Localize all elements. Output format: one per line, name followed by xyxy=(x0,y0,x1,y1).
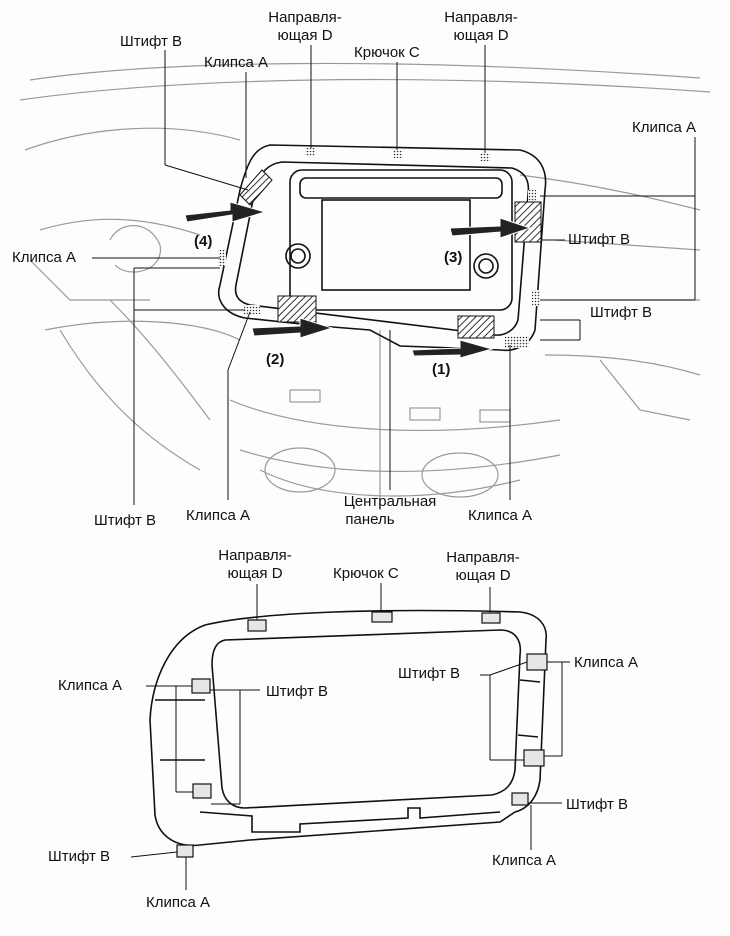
label-top-clip-a-bottom-right: Клипса A xyxy=(468,507,533,524)
label-top-pin-b-top-left: Штифт B xyxy=(120,33,183,50)
top-clip-markers xyxy=(218,148,540,348)
label-bottom-hook-c: Крючок C xyxy=(333,565,399,582)
label-top-hook-c: Крючок C xyxy=(354,44,420,61)
bottom-leader-lines xyxy=(130,583,570,890)
label-bottom-guide-d-right-2: ющая D xyxy=(455,567,511,584)
label-top-clip-a-bottom-left: Клипса A xyxy=(186,507,251,524)
label-top-clip-a-right: Клипса A xyxy=(632,119,697,136)
label-bottom-guide-d-left-2: ющая D xyxy=(227,565,283,582)
label-bottom-guide-d-left-1: Направля- xyxy=(218,547,292,564)
label-step-3: (3) xyxy=(444,249,463,266)
label-top-guide-d-right-2: ющая D xyxy=(453,27,509,44)
label-top-guide-d-right-1: Направля- xyxy=(444,9,518,26)
label-step-2: (2) xyxy=(266,351,285,368)
label-bottom-clip-a-right-lower: Клипса A xyxy=(492,852,557,869)
label-center-panel-2: панель xyxy=(345,511,395,528)
label-step-4: (4) xyxy=(194,233,213,250)
label-bottom-clip-a-right: Клипса A xyxy=(574,654,639,671)
label-bottom-guide-d-right-1: Направля- xyxy=(446,549,520,566)
dashboard-background xyxy=(19,62,711,510)
label-top-guide-d-left-2: ющая D xyxy=(277,27,333,44)
removal-arrows xyxy=(184,201,532,359)
top-pin-hatches xyxy=(239,169,542,339)
label-top-clip-a-top-left: Клипса A xyxy=(204,54,269,71)
top-leader-lines xyxy=(92,45,696,505)
label-top-pin-b-right-upper: Штифт B xyxy=(568,231,631,248)
label-bottom-pin-b-right-lower: Штифт B xyxy=(566,796,629,813)
bottom-clips xyxy=(176,611,548,858)
center-panel-bottom xyxy=(149,609,547,847)
label-step-1: (1) xyxy=(432,361,451,378)
label-top-clip-a-left: Клипса A xyxy=(12,249,77,266)
label-top-guide-d-left-1: Направля- xyxy=(268,9,342,26)
label-top-pin-b-right-lower: Штифт B xyxy=(590,304,653,321)
label-bottom-pin-b-left: Штифт B xyxy=(266,683,329,700)
label-center-panel-1: Центральная xyxy=(343,493,437,510)
label-bottom-clip-a-bottom-left: Клипса A xyxy=(146,894,211,911)
label-top-pin-b-bottom: Штифт B xyxy=(94,512,157,529)
label-bottom-pin-b-right: Штифт B xyxy=(398,665,461,682)
label-bottom-clip-a-left: Клипса A xyxy=(58,677,123,694)
label-bottom-pin-b-bottom-left: Штифт B xyxy=(48,848,111,865)
